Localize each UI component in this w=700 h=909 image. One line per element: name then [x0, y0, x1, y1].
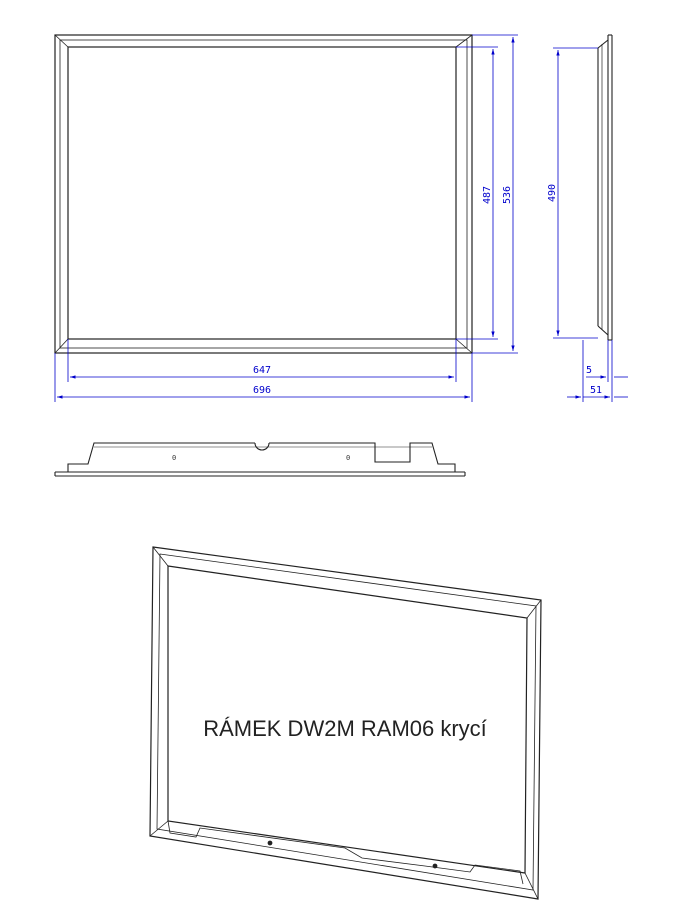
- front-vertical-dimensions: [456, 34, 518, 354]
- dim-label-536: 536: [502, 186, 513, 204]
- side-view: [597, 34, 613, 341]
- front-horizontal-dimensions: [54, 339, 473, 402]
- dim-label-51: 51: [590, 385, 602, 396]
- isometric-view: [149, 546, 542, 900]
- bottom-view: [54, 442, 466, 477]
- product-title: RÁMEK DW2M RAM06 krycí: [203, 716, 487, 741]
- dim-label-490: 490: [547, 184, 558, 202]
- front-inner-opening: [67, 46, 457, 340]
- dim-label-487: 487: [482, 186, 493, 204]
- dim-label-5: 5: [586, 365, 592, 376]
- hole-marker-left: 0: [172, 454, 176, 462]
- dim-label-696: 696: [253, 385, 271, 396]
- front-view: [54, 34, 473, 354]
- dim-label-647: 647: [253, 365, 271, 376]
- side-dimensions: [553, 47, 628, 402]
- hole-marker-right: 0: [346, 454, 350, 462]
- front-outer-frame: [54, 34, 473, 354]
